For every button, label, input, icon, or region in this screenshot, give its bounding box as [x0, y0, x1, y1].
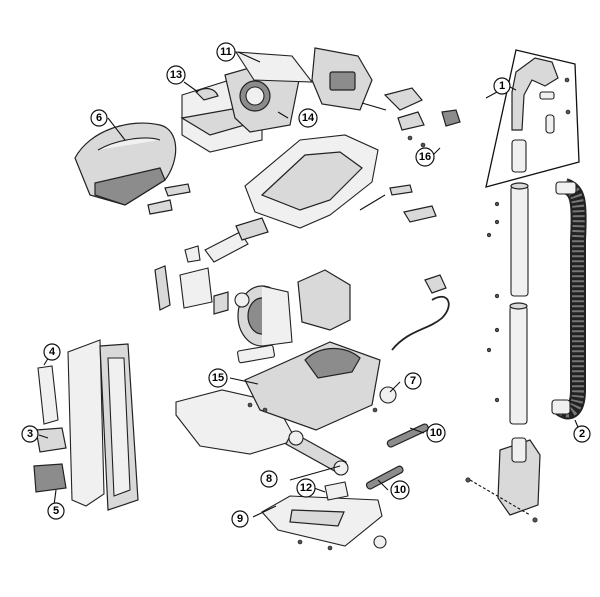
- callout-6-label: 6: [96, 112, 102, 124]
- wand-tubes: [486, 182, 529, 425]
- callout-7: 7: [404, 372, 422, 390]
- callout-16-label: 16: [419, 151, 431, 163]
- callout-2: 2: [573, 425, 591, 443]
- hose-fitting: [204, 217, 269, 263]
- callout-13-label: 13: [170, 69, 182, 81]
- callout-9-label: 9: [237, 513, 243, 525]
- handle-grip-inset: [485, 49, 580, 188]
- callout-14-label: 14: [302, 112, 315, 124]
- callout-1-label: 1: [499, 80, 505, 92]
- callout-10-lower-label: 10: [394, 484, 406, 496]
- callout-5: 5: [47, 502, 65, 520]
- callout-6: 6: [90, 109, 108, 127]
- callout-14: 14: [298, 108, 318, 128]
- callout-7-label: 7: [410, 375, 416, 387]
- callout-11-label: 11: [220, 46, 232, 58]
- callout-3-label: 3: [27, 428, 33, 440]
- dirt-cup-lid: [74, 122, 177, 206]
- power-cord: [391, 274, 450, 351]
- callout-9: 9: [231, 510, 249, 528]
- callout-4-label: 4: [49, 346, 56, 358]
- callout-5-label: 5: [53, 505, 59, 517]
- callout-4: 4: [43, 343, 61, 361]
- callout-16: 16: [415, 147, 435, 167]
- callout-15-label: 15: [212, 372, 224, 384]
- exhaust-cover: [311, 47, 373, 111]
- switch-assembly: [359, 87, 461, 223]
- callout-10-upper: 10: [426, 423, 446, 443]
- main-body: [244, 134, 379, 229]
- bottom-plate: [261, 495, 387, 551]
- accessory-tools: [33, 339, 139, 511]
- lower-wand-base: [465, 437, 541, 523]
- latch-parts: [147, 183, 250, 315]
- motor: [237, 285, 293, 347]
- callout-1: 1: [493, 77, 511, 95]
- nozzle-base: [175, 341, 397, 455]
- callout-12: 12: [296, 478, 316, 498]
- motor-cover: [297, 269, 351, 331]
- callout-3: 3: [21, 425, 39, 443]
- callout-10-lower: 10: [390, 480, 410, 500]
- clip: [324, 481, 349, 501]
- callout-12-label: 12: [300, 482, 312, 494]
- brush-roll: [285, 430, 349, 476]
- callout-2-label: 2: [579, 428, 585, 440]
- callout-8-label: 8: [266, 473, 272, 485]
- belt-lower: [365, 465, 404, 490]
- callout-8: 8: [260, 470, 278, 488]
- callout-11: 11: [216, 42, 236, 62]
- belt-upper: [386, 423, 429, 448]
- callout-10-upper-label: 10: [430, 427, 442, 439]
- callout-15: 15: [208, 368, 228, 388]
- hose: [551, 178, 587, 420]
- callout-13: 13: [166, 65, 186, 85]
